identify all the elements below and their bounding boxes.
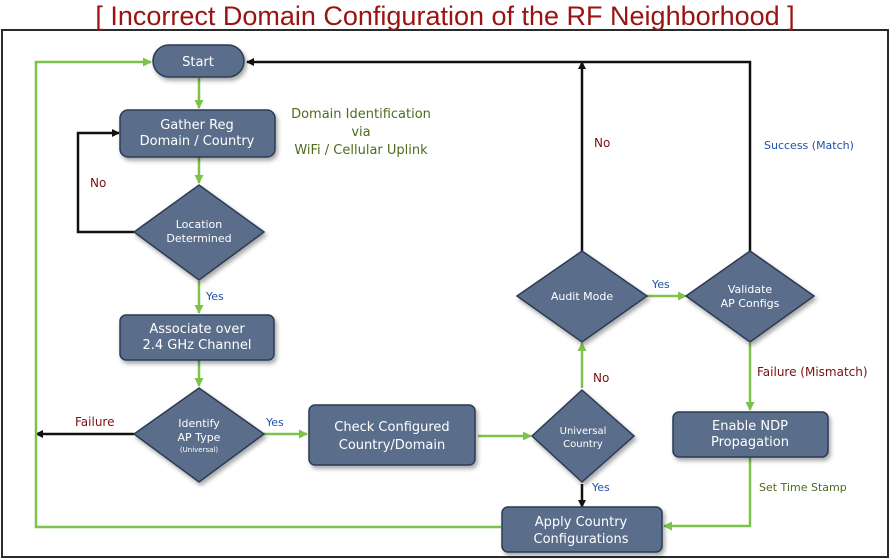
label-universal-yes: Yes [591,481,610,494]
node-universal-line2: Country [563,439,603,450]
edge-ndp-apply [663,457,752,531]
label-audit-no: No [594,136,610,150]
node-location-line2: Determined [166,232,231,245]
node-check-line1: Check Configured [334,420,449,435]
node-associate-line1: Associate over [149,322,245,337]
node-ndp-line2: Propagation [711,435,789,450]
node-associate[interactable]: Associate over 2.4 GHz Channel [119,314,275,361]
node-location-line1: Location [176,218,223,231]
label-audit-yes: Yes [651,278,670,291]
node-check-configured[interactable]: Check Configured Country/Domain [308,404,476,466]
node-ndp-line1: Enable NDP [712,419,788,434]
node-identify-sub: (Universal) [180,446,218,454]
label-universal-no: No [593,371,609,385]
label-identify-yes: Yes [265,416,284,429]
label-location-no: No [90,176,106,190]
node-apply-country[interactable]: Apply Country Configurations [501,506,663,553]
node-location-determined[interactable]: Location Determined [132,184,266,281]
label-ndp-timestamp: Set Time Stamp [759,481,847,494]
node-gather-reg[interactable]: Gather Reg Domain / Country [119,109,276,158]
annotation-domain-identification: Domain Identification via WiFi / Cellula… [291,107,431,158]
node-audit-label: Audit Mode [551,290,614,303]
diagram-title: [ Incorrect Domain Configuration of the … [95,1,794,31]
edge-apply-start [34,57,501,529]
node-start-label: Start [182,55,214,70]
annotation-line3: WiFi / Cellular Uplink [294,143,428,158]
node-apply-line1: Apply Country [535,515,628,530]
node-identify-ap[interactable]: Identify AP Type (Universal) [132,387,266,483]
node-universal-line1: Universal [560,426,607,437]
edge-location-no-loop [76,129,134,234]
annotation-line2: via [351,125,370,140]
node-universal-country[interactable]: Universal Country [530,388,636,484]
node-validate-line2: AP Configs [721,297,780,310]
label-validate-failure: Failure (Mismatch) [757,365,868,379]
node-start[interactable]: Start [152,44,245,78]
node-associate-line2: 2.4 GHz Channel [143,338,252,353]
node-identify-line2: AP Type [178,431,221,444]
node-identify-line1: Identify [178,417,220,430]
node-apply-line2: Configurations [534,532,629,547]
node-audit-mode[interactable]: Audit Mode [515,250,649,343]
label-validate-success: Success (Match) [764,139,854,152]
diagram-frame [1,29,889,558]
edge-validate-success-start [246,58,752,251]
label-identify-failure: Failure [75,415,114,429]
node-enable-ndp[interactable]: Enable NDP Propagation [672,411,829,458]
annotation-line1: Domain Identification [291,107,431,122]
node-validate-ap[interactable]: Validate AP Configs [684,250,816,343]
node-gather-reg-line1: Gather Reg [160,118,234,133]
node-gather-reg-line2: Domain / Country [140,134,255,149]
label-location-yes: Yes [205,290,224,303]
node-validate-line1: Validate [728,283,773,296]
node-check-line2: Country/Domain [339,438,445,453]
